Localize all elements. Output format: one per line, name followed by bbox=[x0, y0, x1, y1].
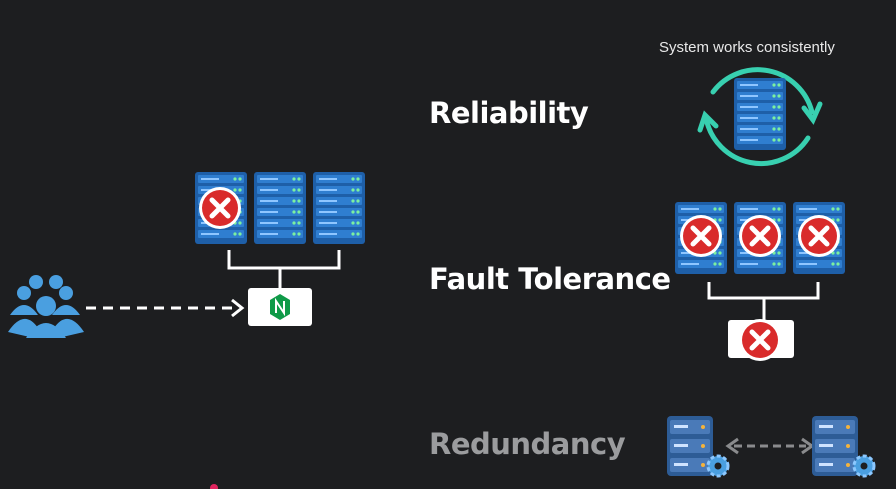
x-circle-icon bbox=[739, 215, 781, 257]
request-arrow bbox=[86, 298, 245, 318]
load-balancer bbox=[728, 319, 794, 361]
server-rack-icon bbox=[313, 172, 365, 244]
x-circle-icon bbox=[199, 187, 241, 229]
fault-tolerance-heading: Fault Tolerance bbox=[429, 262, 671, 296]
database-server-icon bbox=[667, 416, 713, 476]
sync-arrow bbox=[725, 437, 815, 455]
ft-connector bbox=[707, 282, 820, 320]
lb-connector bbox=[227, 250, 341, 288]
redundancy-heading: Redundancy bbox=[429, 427, 626, 461]
server-rack-icon bbox=[254, 172, 306, 244]
reliability-caption: System works consistently bbox=[659, 39, 835, 56]
x-circle-icon bbox=[680, 215, 722, 257]
load-balancer bbox=[248, 288, 312, 326]
reliability-heading: Reliability bbox=[429, 96, 589, 130]
sync-arrows-icon bbox=[697, 67, 823, 167]
pointer-marker bbox=[210, 484, 218, 489]
server-rack-icon bbox=[734, 78, 786, 150]
gear-icon bbox=[852, 454, 876, 478]
gear-icon bbox=[706, 454, 730, 478]
database-server-icon bbox=[812, 416, 858, 476]
x-circle-icon bbox=[798, 215, 840, 257]
users-group-icon bbox=[8, 275, 84, 338]
nginx-logo-icon bbox=[270, 294, 290, 320]
